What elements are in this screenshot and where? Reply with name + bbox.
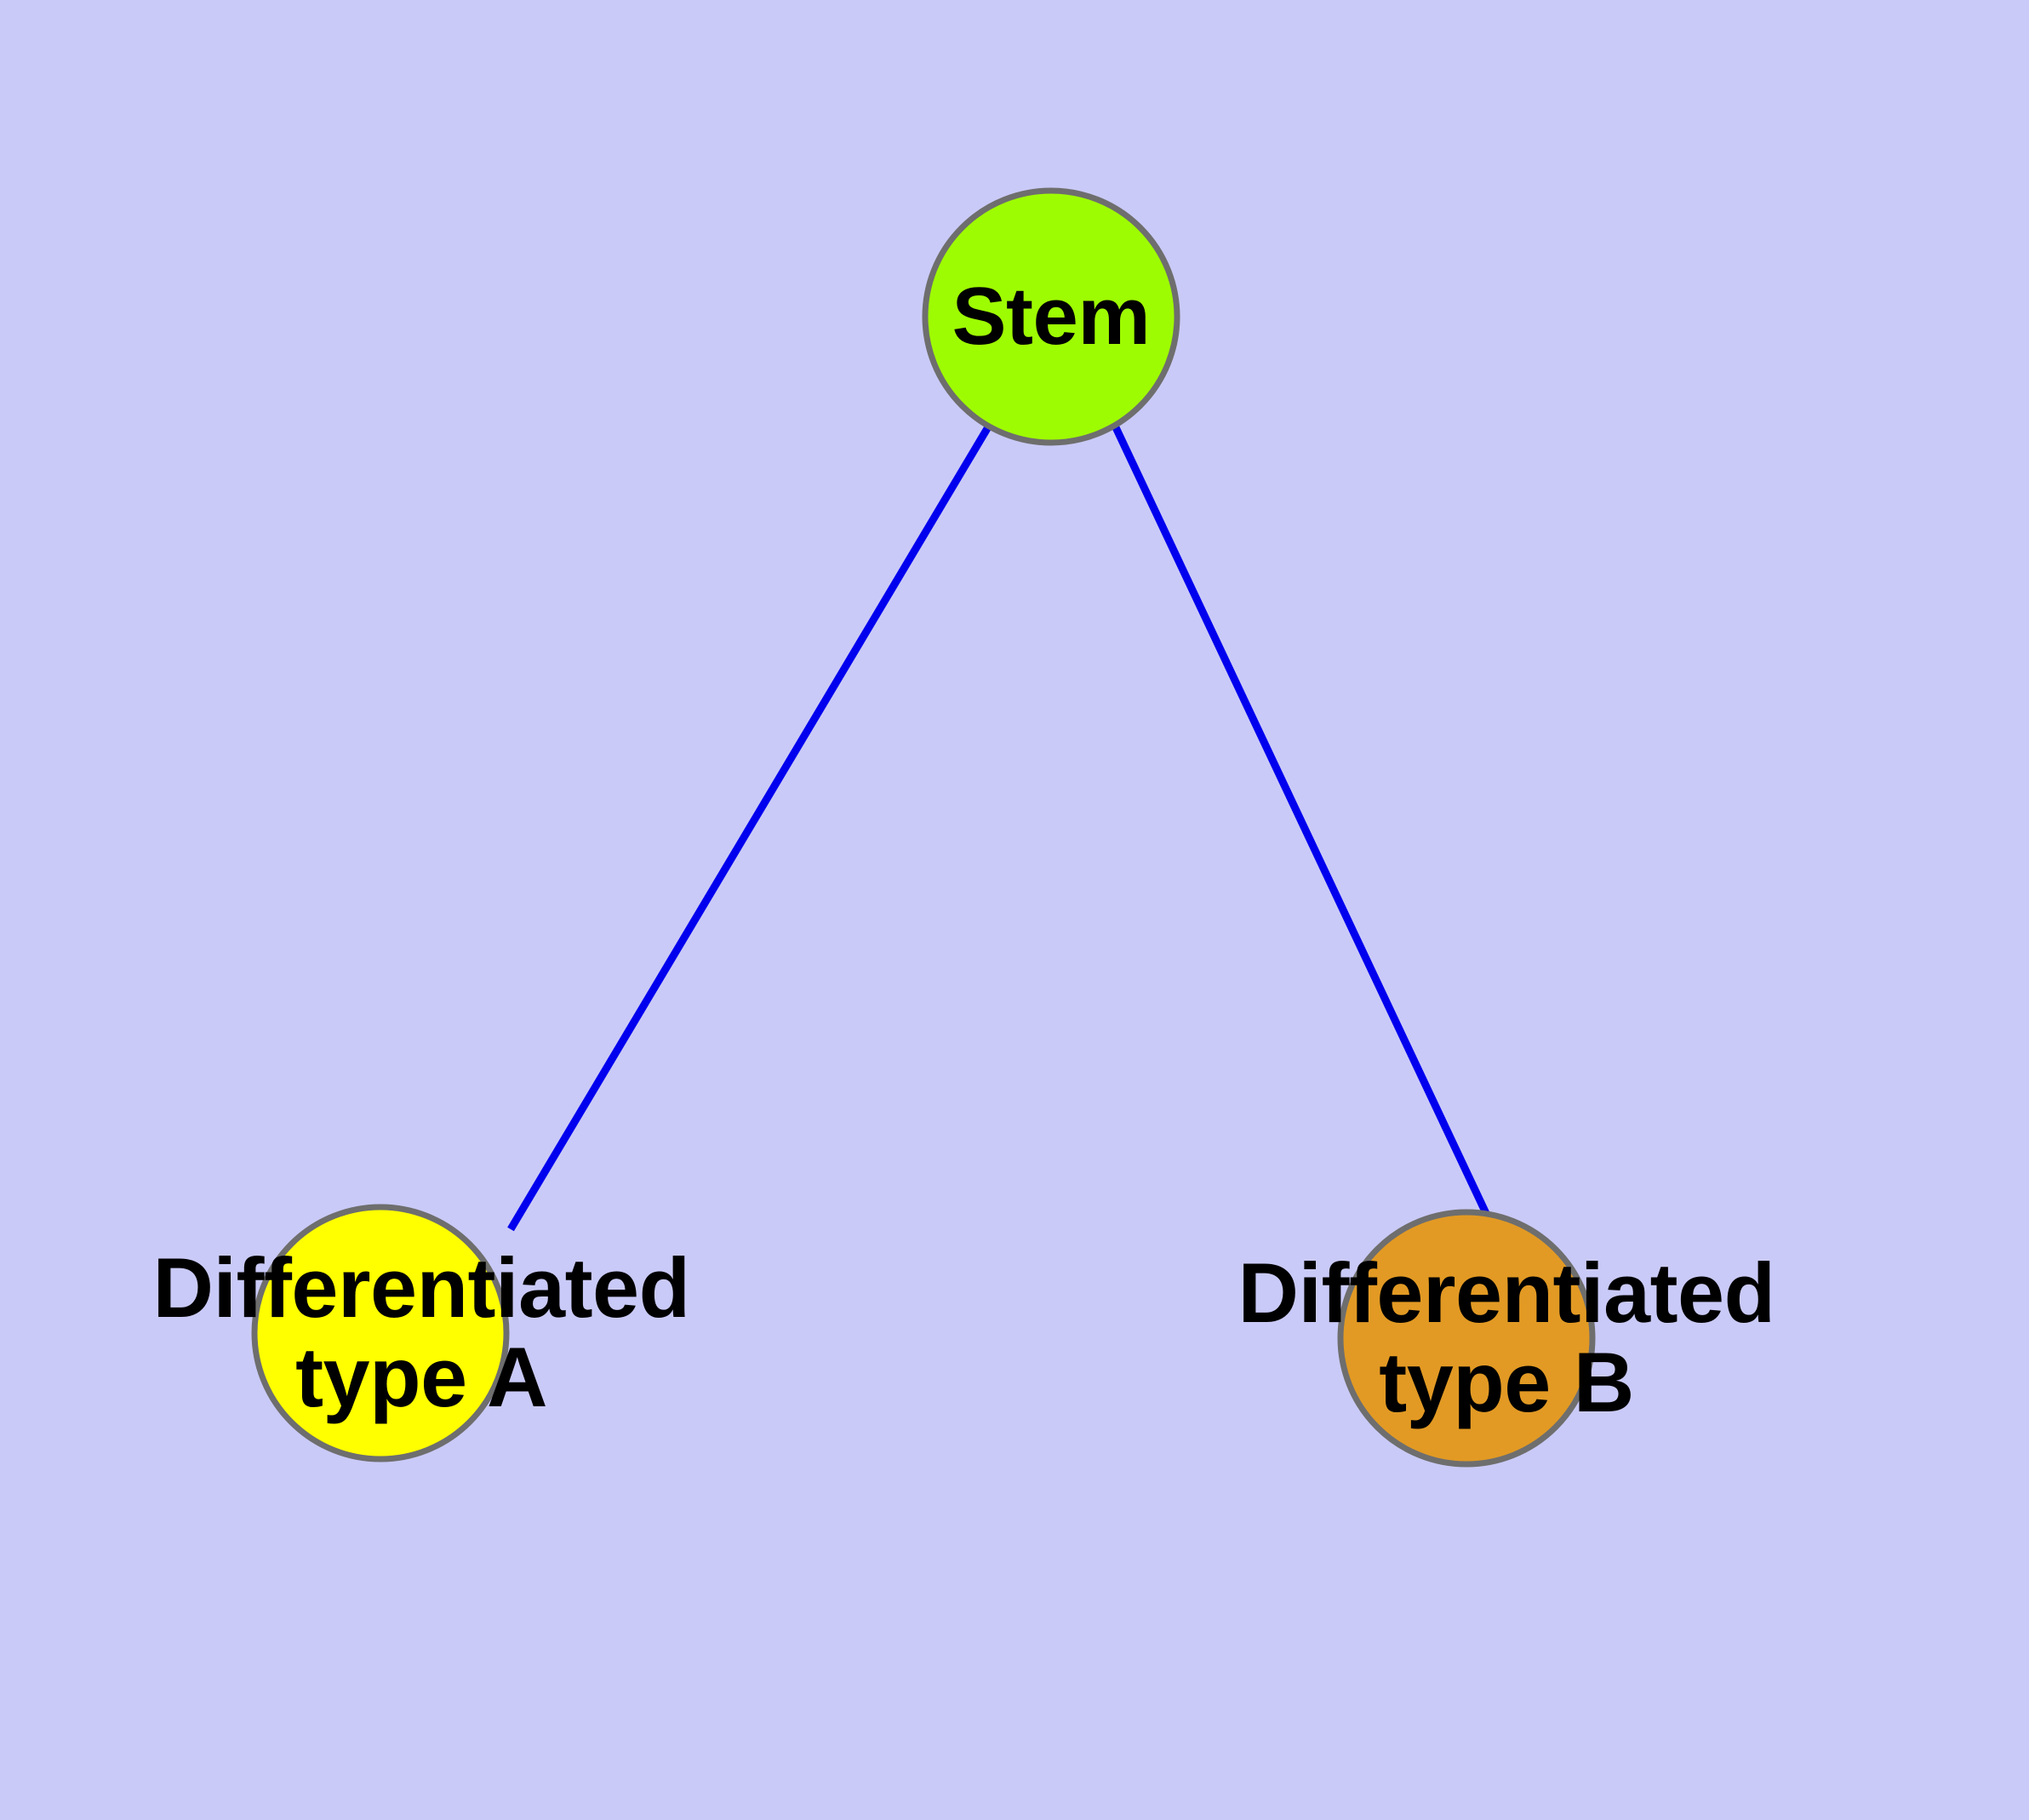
node-differentiated-type-a[interactable] xyxy=(251,1204,510,1462)
node-group xyxy=(251,187,1596,1468)
node-differentiated-type-b[interactable] xyxy=(1337,1209,1596,1468)
edge-stem-to-differentiated-type-a[interactable] xyxy=(507,423,992,1232)
edge-group xyxy=(507,423,1495,1232)
node-stem[interactable] xyxy=(922,187,1180,446)
edge-stem-to-differentiated-type-b[interactable] xyxy=(1111,424,1495,1226)
